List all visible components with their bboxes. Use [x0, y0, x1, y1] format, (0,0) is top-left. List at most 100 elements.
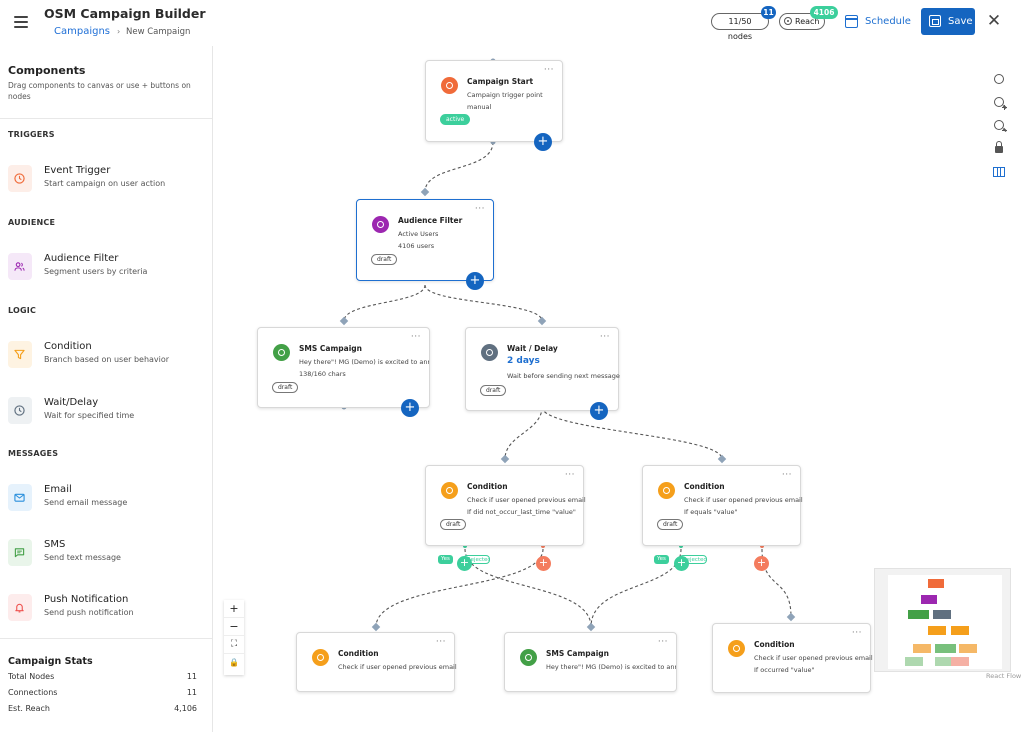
mail-icon	[8, 484, 32, 511]
category-audience: AUDIENCE	[8, 218, 56, 227]
zoom-out-icon[interactable]	[989, 115, 1009, 135]
node-title: Condition	[338, 649, 379, 658]
minimap[interactable]	[874, 568, 1011, 672]
more-icon[interactable]: ···	[410, 332, 421, 342]
edge-wait-cond2	[541, 406, 723, 460]
add-node-button[interactable]: +	[590, 402, 608, 420]
add-yes-branch-button[interactable]: +	[457, 556, 472, 571]
node-condition[interactable]: Condition Check if user opened previous …	[425, 465, 586, 546]
node-campaign-start[interactable]: Campaign Start Campaign trigger point ma…	[425, 60, 563, 142]
menu-icon[interactable]	[14, 16, 28, 28]
filter-icon	[658, 482, 675, 499]
node-sms-campaign[interactable]: SMS Campaign Hey there"! MG (Demo) is ex…	[504, 632, 677, 692]
breadcrumb-current: New Campaign	[126, 27, 191, 37]
edge-wait-cond1	[504, 406, 543, 460]
zoom-in-button[interactable]: +	[224, 600, 244, 618]
close-icon[interactable]: ✕	[986, 11, 1002, 31]
react-flow-attribution[interactable]: React Flow	[986, 672, 1022, 680]
edge-start-audience	[424, 141, 494, 193]
node-sms-campaign[interactable]: SMS Campaign Hey there"! MG (Demo) is ex…	[257, 327, 430, 408]
delay-value: 2 days	[507, 356, 540, 366]
save-label: Save	[948, 16, 973, 27]
minimap-node	[935, 644, 956, 653]
more-icon[interactable]: ···	[474, 204, 485, 214]
save-icon	[929, 15, 941, 27]
save-button[interactable]: Save	[921, 8, 975, 35]
sidebar-title: Components	[8, 64, 86, 77]
add-node-button[interactable]: +	[466, 272, 484, 290]
component-name: Audience Filter	[44, 253, 119, 264]
node-line: Hey there"! MG (Demo) is excited to anno…	[546, 663, 676, 671]
node-condition[interactable]: Condition Check if user opened previous …	[642, 465, 803, 546]
add-node-button[interactable]: +	[534, 133, 552, 151]
node-audience-filter[interactable]: Audience Filter Active Users 4106 users …	[356, 199, 494, 281]
breadcrumb-campaigns-link[interactable]: Campaigns	[54, 26, 111, 37]
target-icon	[784, 17, 792, 25]
fit-view-button[interactable]: ⛶	[224, 636, 244, 654]
component-push-notification[interactable]: Push Notification Send push notification	[8, 591, 204, 625]
node-title: Condition	[684, 482, 725, 491]
component-sms[interactable]: SMS Send text message	[8, 536, 204, 570]
stat-total-nodes: Total Nodes 11	[8, 672, 197, 681]
component-name: Wait/Delay	[44, 397, 99, 408]
zoom-in-icon[interactable]	[989, 92, 1009, 112]
fit-view-icon[interactable]	[989, 69, 1009, 89]
status-badge: draft	[440, 519, 467, 530]
campaign-stats-title: Campaign Stats	[8, 656, 93, 667]
stat-label: Connections	[8, 688, 58, 697]
edge-layer	[339, 58, 796, 632]
component-wait-delay[interactable]: Wait/Delay Wait for specified time	[8, 394, 204, 428]
zoom-out-button[interactable]: −	[224, 618, 244, 636]
component-desc: Send push notification	[44, 608, 134, 617]
edge-audience-sms1	[343, 284, 426, 322]
node-title: Audience Filter	[398, 216, 463, 225]
component-event-trigger[interactable]: Event Trigger Start campaign on user act…	[8, 162, 204, 196]
add-no-branch-button[interactable]: +	[754, 556, 769, 571]
edge-handles	[339, 58, 796, 632]
minimap-node	[951, 657, 969, 666]
unlock-icon[interactable]	[989, 138, 1009, 158]
more-icon[interactable]: ···	[435, 637, 446, 647]
stat-label: Total Nodes	[8, 672, 55, 681]
map-icon[interactable]	[989, 162, 1009, 182]
more-icon[interactable]: ···	[543, 65, 554, 75]
stat-label: Est. Reach	[8, 704, 50, 713]
more-icon[interactable]: ···	[657, 637, 668, 647]
component-condition[interactable]: Condition Branch based on user behavior	[8, 338, 204, 372]
component-desc: Segment users by criteria	[44, 267, 148, 276]
breadcrumb-separator: ›	[117, 27, 121, 36]
filter-icon	[728, 640, 745, 657]
node-line: 4106 users	[398, 242, 435, 250]
component-email[interactable]: Email Send email message	[8, 481, 204, 515]
flow-canvas[interactable]: Campaign Start Campaign trigger point ma…	[213, 46, 1024, 693]
minimap-node	[921, 595, 937, 604]
component-audience-filter[interactable]: Audience Filter Segment users by criteri…	[8, 250, 204, 284]
more-icon[interactable]: ···	[781, 470, 792, 480]
message-icon	[273, 344, 290, 361]
component-desc: Wait for specified time	[44, 411, 135, 420]
schedule-button[interactable]: Schedule	[845, 14, 911, 30]
minimap-node	[933, 610, 951, 619]
node-condition[interactable]: Condition Check if user opened previous …	[712, 623, 873, 693]
more-icon[interactable]: ···	[564, 470, 575, 480]
lock-button[interactable]: 🔒	[229, 658, 239, 667]
more-icon[interactable]: ···	[851, 628, 862, 638]
clock-icon	[481, 344, 498, 361]
node-line: If did not_occur_last_time "value"	[467, 508, 576, 516]
calendar-icon	[845, 15, 858, 28]
node-line: manual	[467, 103, 492, 111]
node-wait-delay[interactable]: Wait / Delay 2 days Wait before sending …	[465, 327, 620, 411]
status-badge: draft	[657, 519, 684, 530]
node-line: Active Users	[398, 230, 439, 238]
add-no-branch-button[interactable]: +	[536, 556, 551, 571]
stat-connections: Connections 11	[8, 688, 197, 697]
node-line: Check if user opened previous email	[684, 496, 803, 504]
add-node-button[interactable]: +	[401, 399, 419, 417]
stat-value: 11	[186, 688, 197, 697]
divider	[0, 118, 212, 119]
node-condition[interactable]: Condition Check if user opened previous …	[296, 632, 457, 692]
minimap-node	[928, 626, 946, 635]
more-icon[interactable]: ···	[599, 332, 610, 342]
add-yes-branch-button[interactable]: +	[674, 556, 689, 571]
